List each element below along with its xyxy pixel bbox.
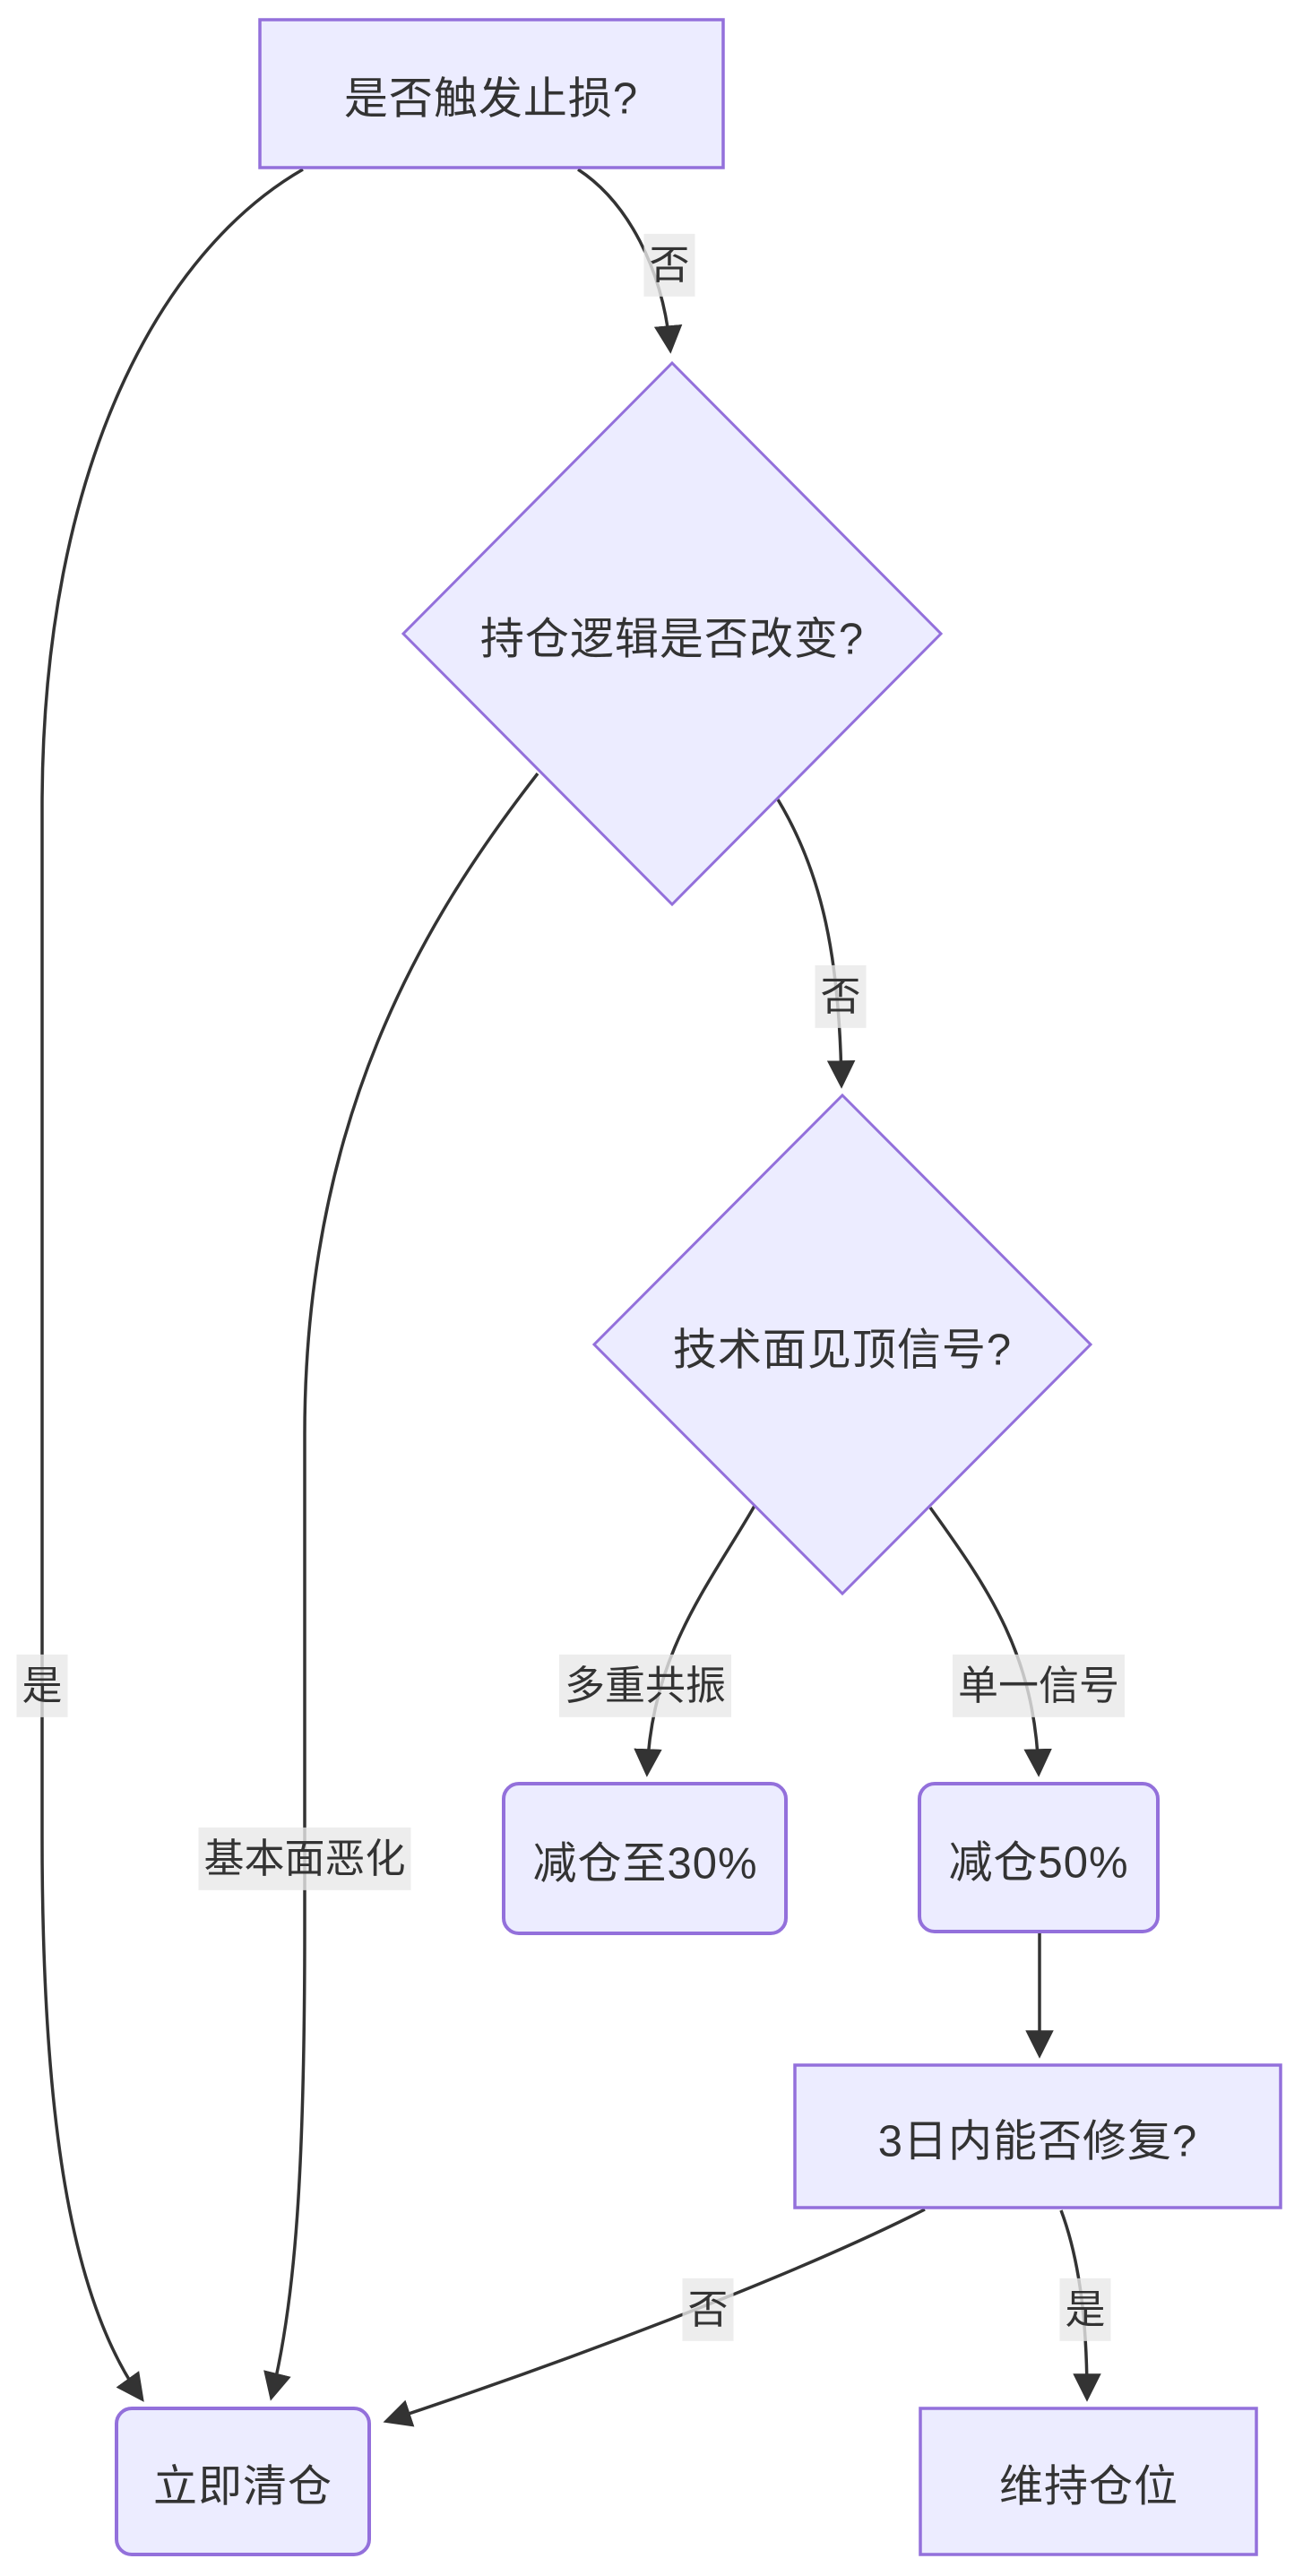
edge-logicchange-fundamental-liquidate	[263, 772, 539, 2401]
node-shape-stop-loss	[258, 18, 725, 169]
node-label-logic-change: 持仓逻辑是否改变?	[479, 615, 865, 664]
node-shape-logic-change	[401, 360, 944, 907]
node-label-liquidate: 立即清仓	[152, 2462, 333, 2511]
node-shape-reduce-50	[918, 1782, 1160, 1933]
node-label-reduce-50: 减仓50%	[948, 1838, 1129, 1888]
edge-techsignal-single-reduce50	[928, 1506, 1052, 1777]
node-label-reduce-30: 减仓至30%	[532, 1839, 758, 1889]
edge-label-no-middle: 否	[815, 964, 867, 1029]
node-label-maintain: 维持仓位	[998, 2462, 1179, 2511]
edge-repair3d-no-liquidate	[383, 2208, 926, 2427]
node-shape-tech-signal	[591, 1093, 1093, 1596]
edge-label-fundamental-deterioration: 基本面恶化	[198, 1827, 411, 1891]
node-shape-reduce-30	[502, 1782, 788, 1935]
edge-stoploss-yes-liquidate	[40, 168, 304, 2402]
edge-techsignal-multi-reduce30	[634, 1505, 756, 1777]
edge-label-no-bottom: 否	[682, 2278, 734, 2342]
node-shape-repair-3d	[793, 2063, 1282, 2209]
edge-stoploss-no-logicchange	[577, 168, 683, 354]
node-label-repair-3d: 3日内能否修复?	[877, 2117, 1198, 2166]
edge-label-multi-resonance: 多重共振	[558, 1654, 732, 1718]
edge-label-yes-left: 是	[16, 1654, 68, 1718]
edge-label-no-top: 否	[643, 233, 695, 298]
node-label-tech-signal: 技术面见顶信号?	[672, 1326, 1013, 1375]
edge-logicchange-no-techsignal	[776, 799, 856, 1089]
edge-label-yes-bottom: 是	[1059, 2278, 1111, 2342]
node-label-stop-loss: 是否触发止损?	[343, 74, 639, 124]
edge-label-single-signal: 单一信号	[952, 1654, 1126, 1718]
node-shape-maintain	[919, 2407, 1258, 2556]
node-shape-liquidate	[115, 2407, 371, 2556]
